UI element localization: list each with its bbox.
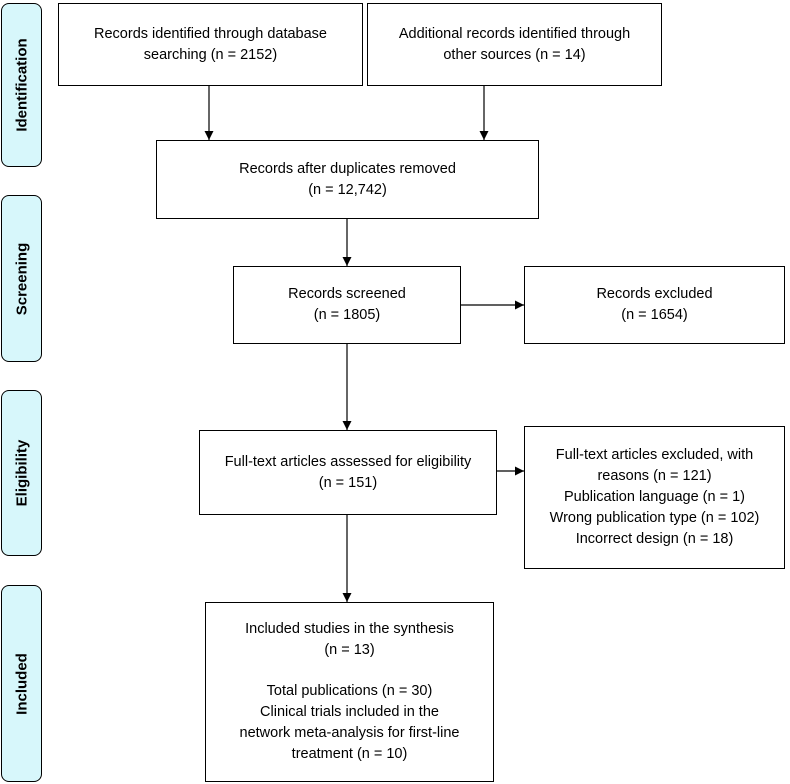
database-records-line-1: Records identified through database (94, 25, 327, 42)
fulltext-excluded-line-2: reasons (n = 121) (597, 468, 712, 484)
included-line-4: Clinical trials included in the (260, 704, 439, 720)
stage-identification: Identification (1, 3, 42, 167)
excluded-line-2: (n = 1654) (621, 307, 688, 323)
fulltext-assessed-line-1: Full-text articles assessed for eligibil… (224, 453, 472, 470)
box-other-records: Additional records identified through ot… (367, 3, 662, 86)
other-records-line-2: other sources (n = 14) (443, 46, 586, 63)
box-fulltext-assessed: Full-text articles assessed for eligibil… (199, 430, 497, 515)
after-duplicates-line-2: (n = 12,742) (308, 181, 387, 198)
box-screened: Records screened (n = 1805) (233, 266, 461, 344)
other-records-line-1: Additional records identified through (398, 25, 631, 42)
included-line-3: Total publications (n = 30) (266, 683, 433, 699)
screened-line-2: (n = 1805) (313, 307, 381, 323)
box-fulltext-excluded: Full-text articles excluded, with reason… (524, 426, 785, 569)
stage-included: Included (1, 585, 42, 782)
fulltext-excluded-line-1: Full-text articles excluded, with (555, 447, 754, 463)
box-included: Included studies in the synthesis (n = 1… (205, 602, 494, 782)
after-duplicates-line-1: Records after duplicates removed (239, 160, 456, 177)
screened-line-1: Records screened (288, 286, 406, 302)
box-database-records: Records identified through database sear… (58, 3, 363, 86)
included-line-2: (n = 13) (324, 642, 375, 658)
fulltext-excluded-line-4: Wrong publication type (n = 102) (549, 510, 760, 526)
box-excluded: Records excluded (n = 1654) (524, 266, 785, 344)
stage-screening: Screening (1, 195, 42, 362)
fulltext-excluded-line-3: Publication language (n = 1) (564, 489, 745, 505)
included-line-5: network meta-analysis for first-line (239, 725, 460, 741)
stage-eligibility: Eligibility (1, 390, 42, 556)
fulltext-excluded-line-5: Incorrect design (n = 18) (575, 531, 734, 547)
fulltext-assessed-line-2: (n = 151) (318, 474, 378, 491)
database-records-line-2: searching (n = 2152) (143, 46, 278, 63)
included-line-6: treatment (n = 10) (291, 746, 408, 762)
included-line-1: Included studies in the synthesis (245, 621, 454, 637)
box-after-duplicates: Records after duplicates removed (n = 12… (156, 140, 539, 219)
excluded-line-1: Records excluded (596, 286, 713, 302)
